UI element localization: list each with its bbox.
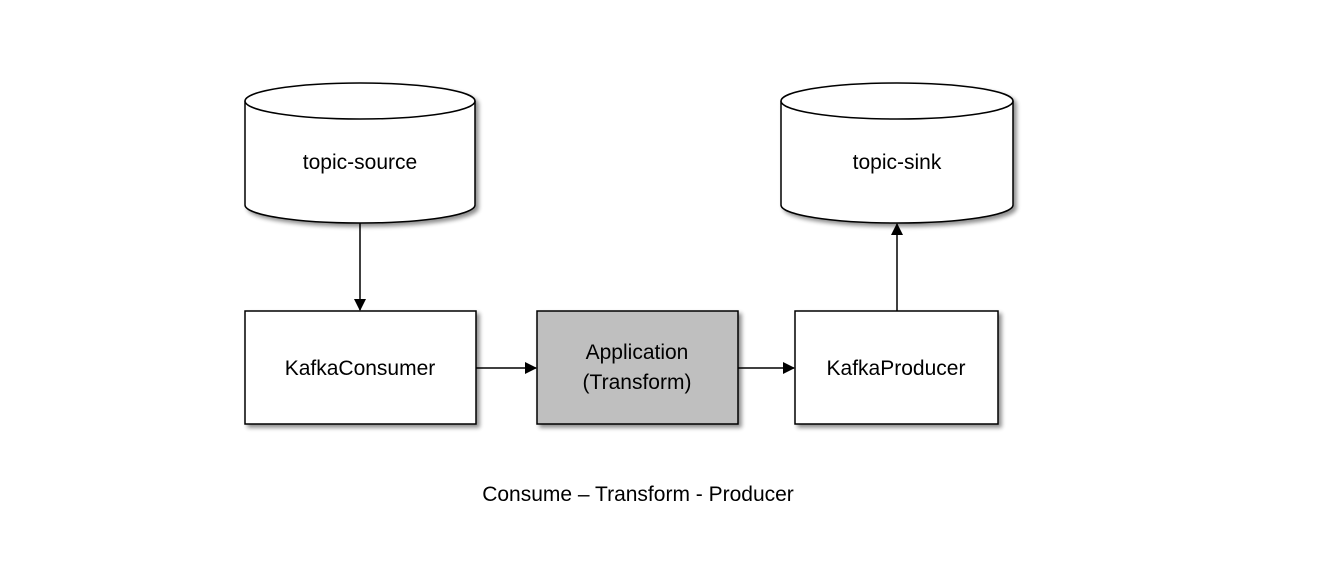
- topic-source-label: topic-source: [303, 151, 417, 174]
- diagram-caption: Consume – Transform - Producer: [482, 483, 794, 506]
- kafka-producer-label: KafkaProducer: [827, 357, 966, 380]
- kafka-producer-box: [794, 310, 999, 425]
- kafka-consumer-box: [244, 310, 477, 425]
- topic-source-cylinder: [244, 82, 476, 224]
- kafka-consumer-label: KafkaConsumer: [285, 357, 436, 380]
- application-box: [536, 310, 739, 425]
- topic-sink-label: topic-sink: [853, 151, 942, 174]
- application-label-line1: Application: [586, 341, 689, 364]
- application-label-line2: (Transform): [583, 371, 692, 394]
- topic-sink-cylinder: [780, 82, 1014, 224]
